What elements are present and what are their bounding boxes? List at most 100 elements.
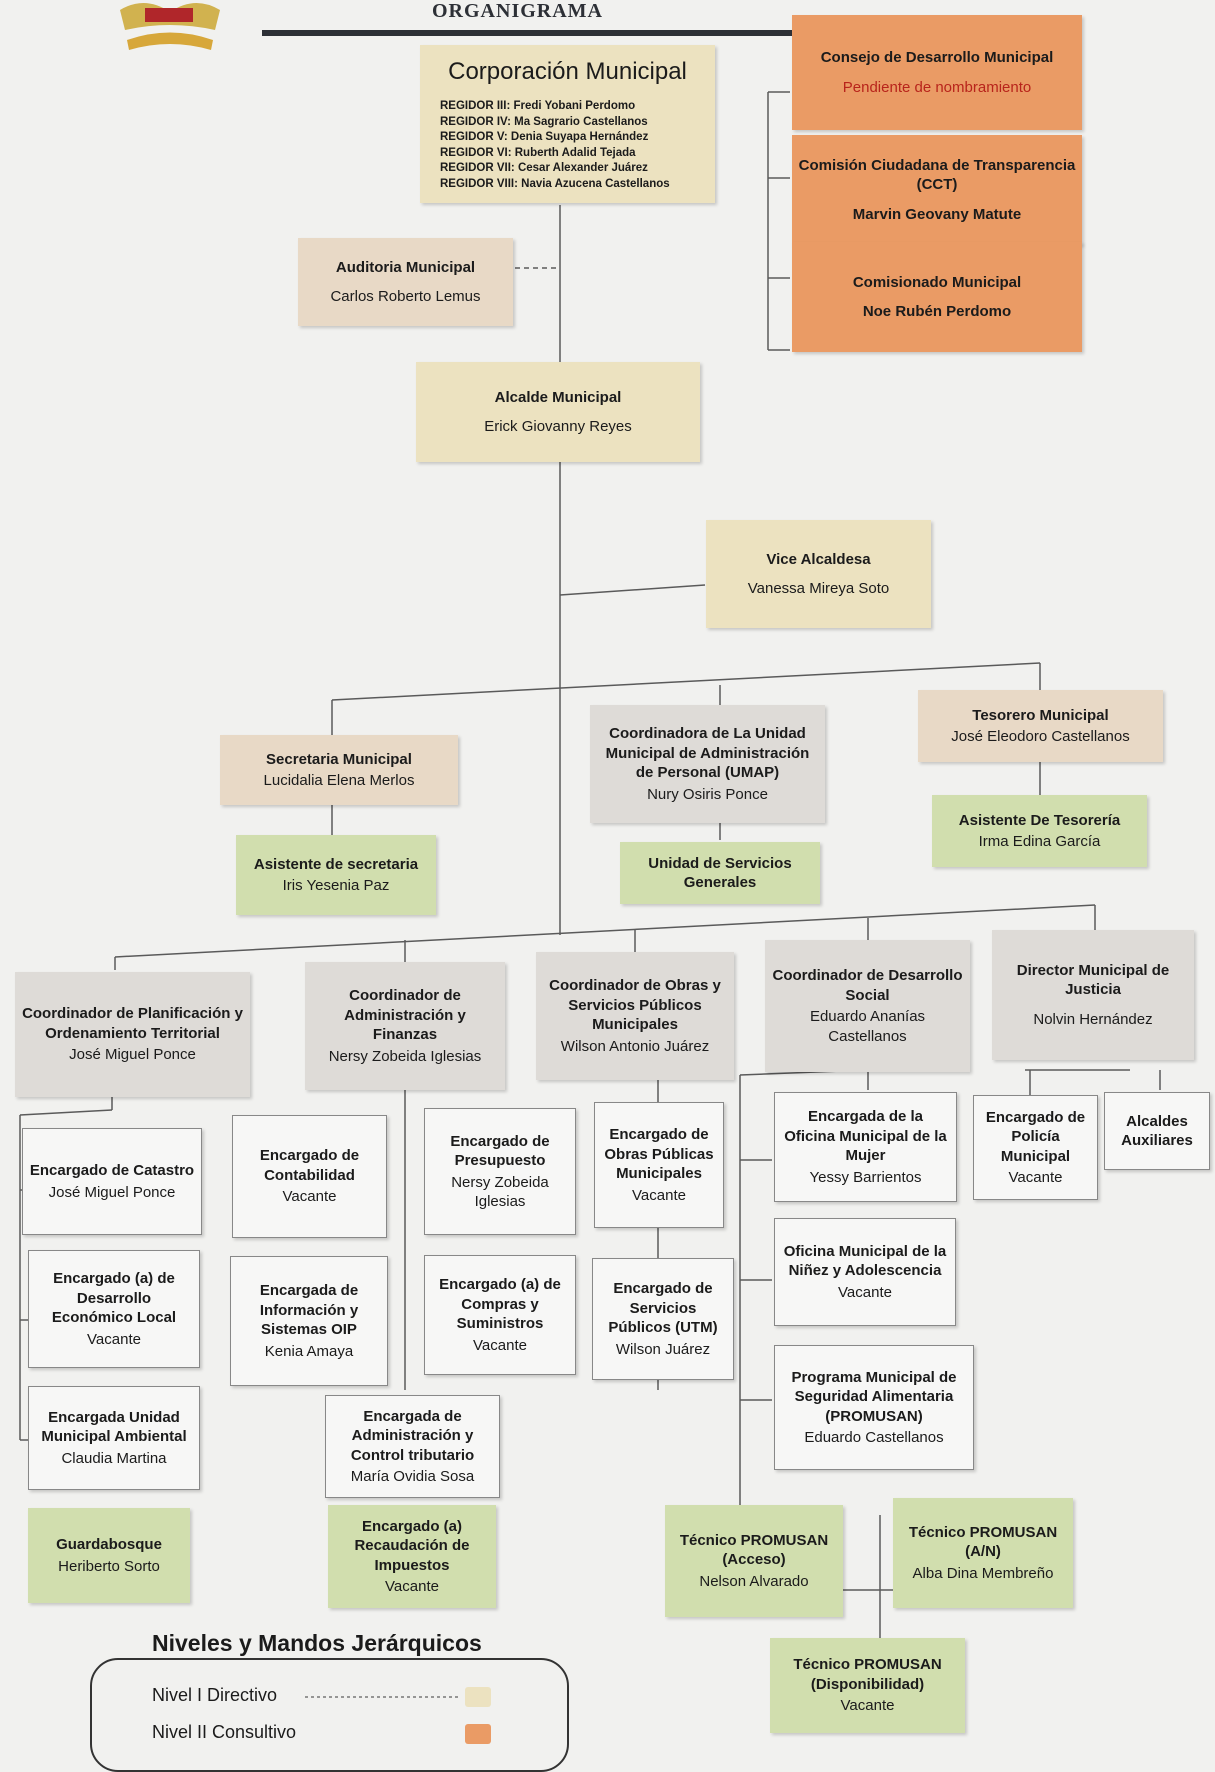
- alcalde-name: Erick Giovanny Reyes: [484, 418, 632, 435]
- coord-finanzas-title: Coordinador de Administración y Finanzas: [344, 987, 466, 1043]
- obras-publicas-box: Encargado de Obras Públicas Municipales …: [594, 1102, 724, 1228]
- ninez-title: Oficina Municipal de la Niñez y Adolesce…: [783, 1242, 947, 1280]
- vice-name: Vanessa Mireya Soto: [747, 580, 890, 597]
- informacion-title: Encargada de Información y Sistemas OIP: [259, 1282, 359, 1338]
- legend-item-directivo: Nivel I Directivo: [152, 1685, 278, 1705]
- ninez-name: Vacante: [838, 1283, 892, 1301]
- coord-social-name: Eduardo Ananías Castellanos: [809, 1008, 926, 1045]
- policia-name: Vacante: [1008, 1169, 1063, 1186]
- secretaria-box: Secretaria Municipal Lucidalia Elena Mer…: [220, 735, 458, 805]
- unidad-ambiental-box: Encargada Unidad Municipal Ambiental Cla…: [28, 1386, 200, 1490]
- regidor-item: REGIDOR V: Denia Suyapa Hernández: [440, 131, 649, 144]
- desarrollo-economico-name: Vacante: [87, 1330, 141, 1348]
- consejo-title: Consejo de Desarrollo Municipal: [820, 49, 1054, 66]
- coord-obras-title: Coordinador de Obras y Servicios Público…: [549, 977, 721, 1033]
- promusan-title: Programa Municipal de Seguridad Alimenta…: [791, 1368, 957, 1425]
- coord-obras-box: Coordinador de Obras y Servicios Público…: [536, 952, 734, 1080]
- control-tributario-name: María Ovidia Sosa: [350, 1468, 475, 1485]
- tesorero-box: Tesorero Municipal José Eleodoro Castell…: [918, 690, 1163, 762]
- obras-publicas-name: Vacante: [632, 1186, 686, 1204]
- director-justicia-title: Director Municipal de Justicia: [1016, 961, 1170, 999]
- tecnico-an-box: Técnico PROMUSAN (A/N) Alba Dina Membreñ…: [893, 1498, 1073, 1608]
- guardabosque-name: Heriberto Sorto: [58, 1557, 160, 1575]
- recaudacion-title: Encargado (a) Recaudación de Impuestos: [354, 1517, 470, 1574]
- presupuesto-title: Encargado de Presupuesto: [450, 1132, 550, 1170]
- guardabosque-box: Guardabosque Heriberto Sorto: [28, 1508, 190, 1603]
- asist-tesoreria-title: Asistente De Tesorería: [958, 811, 1121, 829]
- oficina-mujer-title: Encargada de la Oficina Municipal de la …: [784, 1108, 947, 1164]
- presupuesto-name: Nersy Zobeida Iglesias: [451, 1173, 549, 1211]
- coord-obras-name: Wilson Antonio Juárez: [560, 1037, 710, 1055]
- comisionado-box: Comisionado Municipal Noe Rubén Perdomo: [792, 242, 1082, 352]
- tec-acceso-title: Técnico PROMUSAN (Acceso): [679, 1531, 829, 1569]
- auditoria-name: Carlos Roberto Lemus: [330, 288, 481, 305]
- comisionado-title: Comisionado Municipal: [852, 273, 1022, 291]
- catastro-title: Encargado de Catastro: [29, 1162, 195, 1179]
- regidores-list: REGIDOR III: Fredi Yobani Perdomo REGIDO…: [426, 99, 709, 192]
- legend-swatch-directivo: [465, 1687, 491, 1707]
- asist-secretaria-name: Iris Yesenia Paz: [282, 877, 390, 894]
- catastro-box: Encargado de Catastro José Miguel Ponce: [22, 1128, 202, 1235]
- tec-disp-title: Técnico PROMUSAN (Disponibilidad): [793, 1656, 942, 1693]
- compras-box: Encargado (a) de Compras y Suministros V…: [424, 1255, 576, 1375]
- asist-secretaria-title: Asistente de secretaria: [253, 855, 419, 873]
- coord-planificacion-box: Coordinador de Planificación y Ordenamie…: [15, 972, 250, 1097]
- contabilidad-name: Vacante: [282, 1188, 337, 1206]
- servicios-generales-box: Unidad de Servicios Generales: [620, 842, 820, 904]
- alcalde-box: Alcalde Municipal Erick Giovanny Reyes: [416, 362, 700, 462]
- servicios-publicos-name: Wilson Juárez: [615, 1340, 711, 1358]
- vice-alcaldesa-box: Vice Alcaldesa Vanessa Mireya Soto: [706, 520, 931, 628]
- legend-title: Niveles y Mandos Jerárquicos: [152, 1630, 482, 1656]
- secretaria-title: Secretaria Municipal: [266, 750, 412, 768]
- asist-tesoreria-name: Irma Edina García: [978, 833, 1101, 850]
- regidor-item: REGIDOR VII: Cesar Alexander Juárez: [440, 162, 648, 175]
- control-tributario-box: Encargada de Administración y Control tr…: [325, 1395, 500, 1498]
- alcalde-title: Alcalde Municipal: [494, 388, 622, 406]
- legend-swatch-consultivo: [465, 1724, 491, 1744]
- consejo-status: Pendiente de nombramiento: [842, 78, 1032, 96]
- promusan-name: Eduardo Castellanos: [804, 1429, 944, 1446]
- regidor-item: REGIDOR III: Fredi Yobani Perdomo: [440, 100, 636, 113]
- cct-title: Comisión Ciudadana de Transparencia (CCT…: [798, 156, 1076, 194]
- oficina-mujer-name: Yessy Barrientos: [809, 1168, 922, 1186]
- regidor-item: REGIDOR IV: Ma Sagrario Castellanos: [440, 115, 648, 128]
- obras-publicas-title: Encargado de Obras Públicas Municipales: [604, 1126, 714, 1182]
- coord-finanzas-box: Coordinador de Administración y Finanzas…: [305, 962, 505, 1090]
- policia-municipal-box: Encargado de Policía Municipal Vacante: [973, 1095, 1098, 1200]
- coord-social-title: Coordinador de Desarrollo Social: [772, 967, 963, 1004]
- tec-acceso-name: Nelson Alvarado: [699, 1572, 809, 1590]
- tesorero-title: Tesorero Municipal: [972, 706, 1109, 724]
- ambiental-name: Claudia Martina: [61, 1449, 167, 1467]
- cct-box: Comisión Ciudadana de Transparencia (CCT…: [792, 135, 1082, 245]
- contabilidad-title: Encargado de Contabilidad: [259, 1147, 360, 1184]
- umap-box: Coordinadora de La Unidad Municipal de A…: [590, 705, 825, 823]
- policia-title: Encargado de Policía Municipal: [985, 1108, 1086, 1165]
- secretaria-name: Lucidalia Elena Merlos: [263, 772, 415, 789]
- desarrollo-economico-title: Encargado (a) de Desarrollo Económico Lo…: [51, 1270, 177, 1326]
- informacion-sistemas-box: Encargada de Información y Sistemas OIP …: [230, 1256, 388, 1386]
- ninez-adolescencia-box: Oficina Municipal de la Niñez y Adolesce…: [774, 1218, 956, 1326]
- umap-title: Coordinadora de La Unidad Municipal de A…: [605, 725, 810, 781]
- consejo-desarrollo-box: Consejo de Desarrollo Municipal Pendient…: [792, 15, 1082, 130]
- servicios-publicos-box: Encargado de Servicios Públicos (UTM) Wi…: [592, 1258, 734, 1380]
- asistente-tesoreria-box: Asistente De Tesorería Irma Edina García: [932, 795, 1147, 867]
- servicios-generales-title: Unidad de Servicios Generales: [648, 854, 792, 892]
- coord-finanzas-name: Nersy Zobeida Iglesias: [328, 1047, 482, 1065]
- header-rule: [262, 30, 822, 36]
- servicios-publicos-title: Encargado de Servicios Públicos (UTM): [608, 1280, 718, 1336]
- tec-an-name: Alba Dina Membreño: [912, 1564, 1054, 1582]
- regidor-item: REGIDOR VI: Ruberth Adalid Tejada: [440, 146, 636, 159]
- vice-title: Vice Alcaldesa: [766, 550, 871, 568]
- auditoria-box: Auditoria Municipal Carlos Roberto Lemus: [298, 238, 513, 326]
- compras-title: Encargado (a) de Compras y Suministros: [439, 1276, 561, 1332]
- regidor-item: REGIDOR VIII: Navia Azucena Castellanos: [440, 177, 670, 190]
- asistente-secretaria-box: Asistente de secretaria Iris Yesenia Paz: [236, 835, 436, 915]
- legend-item-consultivo: Nivel II Consultivo: [152, 1722, 297, 1742]
- tesorero-name: José Eleodoro Castellanos: [951, 728, 1130, 745]
- alcaldes-aux-title: Alcaldes Auxiliares: [1121, 1112, 1193, 1150]
- tecnico-disponibilidad-box: Técnico PROMUSAN (Disponibilidad) Vacant…: [770, 1638, 965, 1733]
- compras-name: Vacante: [473, 1336, 527, 1354]
- ambiental-title: Encargada Unidad Municipal Ambiental: [41, 1408, 187, 1446]
- contabilidad-box: Encargado de Contabilidad Vacante: [232, 1115, 387, 1238]
- municipal-logo: [115, 0, 225, 55]
